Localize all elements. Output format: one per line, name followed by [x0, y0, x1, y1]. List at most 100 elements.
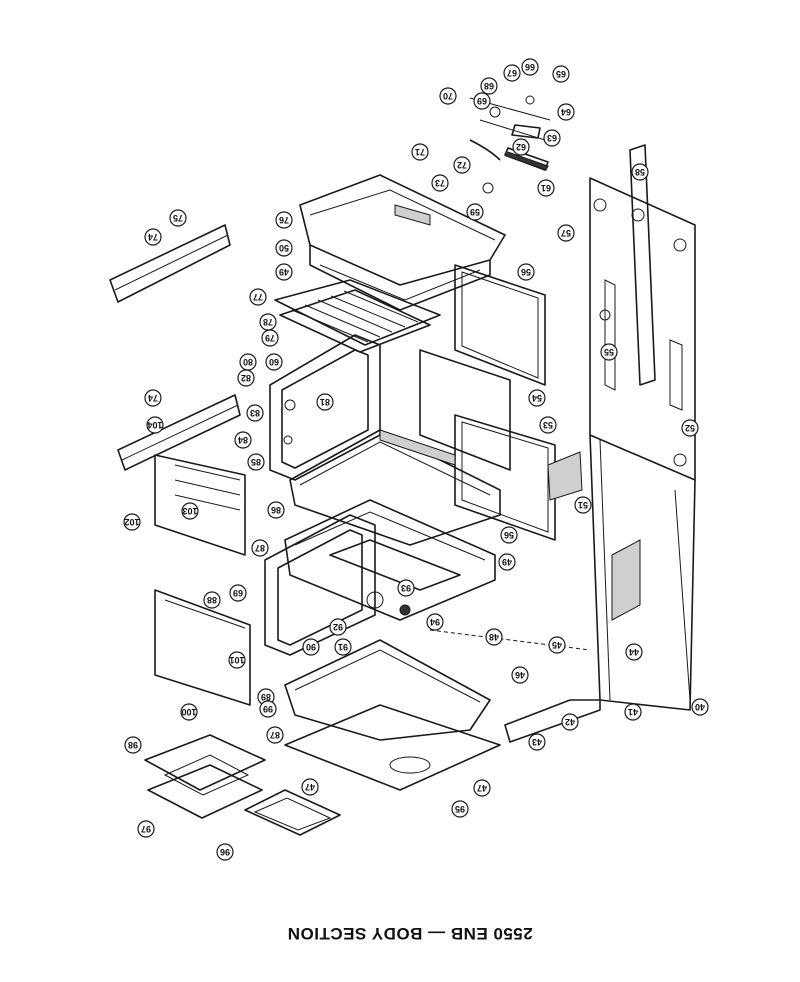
- callout-61: 94: [426, 613, 444, 631]
- callout-52: 86: [267, 501, 285, 519]
- part-number-label: 81: [320, 397, 330, 407]
- callout-27: 63: [543, 129, 561, 147]
- part-number-label: 60: [269, 357, 279, 367]
- part-number-label: 42: [565, 717, 575, 727]
- callout-22: 58: [631, 163, 649, 181]
- callout-42: 76: [275, 211, 293, 229]
- part-number-label: 74: [148, 232, 158, 242]
- callout-67: 100: [180, 703, 198, 721]
- top-oven-shell: [299, 174, 506, 311]
- callout-48: 82: [237, 369, 255, 387]
- callout-36: 71: [411, 143, 429, 161]
- part-number-label: 46: [515, 670, 525, 680]
- callout-11: 49: [498, 553, 516, 571]
- oven-rack: [274, 279, 441, 353]
- callout-32: 68: [480, 77, 498, 95]
- callout-47: 81: [316, 393, 334, 411]
- part-number-label: 80: [243, 357, 253, 367]
- part-number-label: 78: [263, 317, 273, 327]
- part-number-label: 54: [532, 393, 542, 403]
- part-number-label: 44: [629, 647, 639, 657]
- callout-37: 72: [453, 156, 471, 174]
- callout-64: 97: [137, 820, 155, 838]
- callout-24: 60: [265, 353, 283, 371]
- callout-12: 49: [275, 263, 293, 281]
- part-number-label: 95: [455, 804, 465, 814]
- callout-23: 59: [466, 203, 484, 221]
- callout-59: 92: [329, 618, 347, 636]
- callout-49: 83: [246, 404, 264, 422]
- callout-70: 103: [181, 502, 199, 520]
- lower-side-panel: [454, 414, 583, 541]
- part-number-label: 61: [541, 183, 551, 193]
- callout-30: 66: [521, 58, 539, 76]
- callout-39: 74: [144, 228, 162, 246]
- bottom-pan: [284, 639, 491, 741]
- part-number-label: 51: [578, 500, 588, 510]
- part-number-label: 74: [148, 393, 158, 403]
- callout-38: 73: [431, 174, 449, 192]
- part-number-label: 82: [241, 373, 251, 383]
- part-number-label: 68: [484, 81, 494, 91]
- part-number-label: 69: [233, 588, 243, 598]
- callout-18: 55: [600, 343, 618, 361]
- callout-21: 57: [557, 224, 575, 242]
- callout-14: 51: [574, 496, 592, 514]
- callout-58: 91: [334, 638, 352, 656]
- part-number-label: 49: [502, 557, 512, 567]
- lower-oven-shell: [284, 499, 496, 621]
- part-number-label: 75: [173, 213, 183, 223]
- part-number-label: 84: [238, 435, 248, 445]
- part-number-label: 101: [229, 655, 244, 665]
- part-number-label: 63: [547, 133, 557, 143]
- broiler-pan: [144, 734, 266, 819]
- part-number-label: 85: [251, 457, 261, 467]
- callout-40: 74: [144, 389, 162, 407]
- diagram-caption: 2550 ENB — BODY SECTION: [287, 924, 532, 943]
- callout-5: 44: [625, 643, 643, 661]
- part-number-label: 90: [306, 642, 316, 652]
- part-number-label: 56: [504, 530, 514, 540]
- callout-57: 90: [302, 638, 320, 656]
- callout-43: 77: [249, 288, 267, 306]
- part-number-label: 47: [305, 782, 315, 792]
- callout-35: 70: [439, 87, 457, 105]
- part-number-label: 77: [253, 292, 263, 302]
- thermostat-parts: [469, 95, 551, 194]
- part-number-label: 71: [415, 147, 425, 157]
- callout-17: 54: [528, 389, 546, 407]
- callout-15: 52: [681, 419, 699, 437]
- rear-housing: [589, 434, 696, 711]
- part-number-label: 100: [181, 707, 196, 717]
- callout-31: 67: [503, 64, 521, 82]
- part-number-label: 73: [435, 178, 445, 188]
- left-door-panel-lower: [154, 589, 251, 706]
- part-number-label: 57: [561, 228, 571, 238]
- part-number-label: 92: [333, 622, 343, 632]
- callout-13: 50: [275, 239, 293, 257]
- part-number-label: 83: [250, 408, 260, 418]
- part-number-label: 52: [685, 423, 695, 433]
- callout-69: 102: [123, 513, 141, 531]
- right-cabinet-side: [589, 144, 696, 481]
- part-number-label: 99: [263, 704, 273, 714]
- part-number-label: 88: [207, 595, 217, 605]
- callout-65: 98: [124, 736, 142, 754]
- part-number-label: 86: [271, 505, 281, 515]
- part-number-label: 49: [279, 267, 289, 277]
- part-number-label: 53: [543, 420, 553, 430]
- part-number-label: 98: [128, 740, 138, 750]
- part-number-label: 69: [477, 96, 487, 106]
- callout-55: 88: [203, 591, 221, 609]
- callout-33: 69: [473, 92, 491, 110]
- part-number-label: 76: [279, 215, 289, 225]
- callout-71: 104: [146, 416, 164, 434]
- callout-46: 80: [239, 353, 257, 371]
- part-number-label: 102: [124, 517, 139, 527]
- middle-cavity: [289, 429, 501, 546]
- callout-16: 53: [539, 416, 557, 434]
- part-number-label: 72: [457, 160, 467, 170]
- callout-29: 65: [552, 65, 570, 83]
- part-number-label: 97: [141, 824, 151, 834]
- part-number-label: 87: [255, 543, 265, 553]
